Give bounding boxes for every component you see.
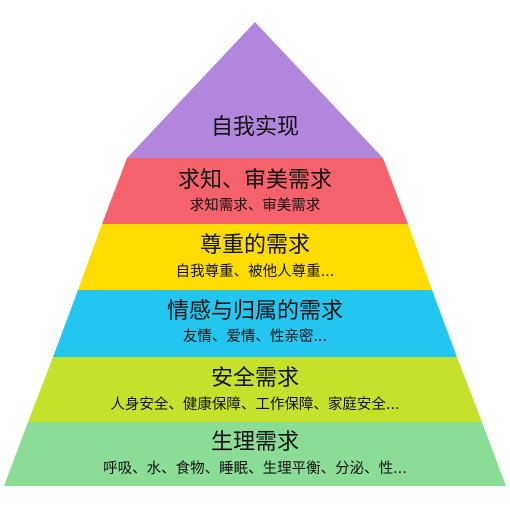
cognitive-aesthetic-title: 求知、审美需求	[177, 168, 332, 193]
band-physiological	[4, 422, 506, 486]
love-subtitle: 友情、爱情、性亲密...	[182, 329, 328, 345]
safety-subtitle: 人身安全、健康保障、工作保障、家庭安全...	[110, 397, 400, 413]
band-self-actualization	[127, 22, 383, 158]
self-actualization-title: 自我实现	[210, 115, 299, 140]
band-safety	[28, 357, 482, 422]
physiological-subtitle: 呼吸、水、食物、睡眠、生理平衡、分泌、性...	[103, 461, 407, 477]
band-cognitive-aesthetic	[102, 158, 408, 224]
physiological-title: 生理需求	[210, 430, 299, 455]
band-esteem	[78, 224, 432, 290]
cognitive-aesthetic-subtitle: 求知需求、审美需求	[189, 198, 321, 214]
band-love	[53, 290, 457, 357]
safety-title: 安全需求	[210, 366, 299, 391]
esteem-subtitle: 自我尊重、被他人尊重...	[175, 264, 335, 280]
love-title: 情感与归属的需求	[166, 299, 343, 324]
esteem-title: 尊重的需求	[199, 233, 310, 258]
